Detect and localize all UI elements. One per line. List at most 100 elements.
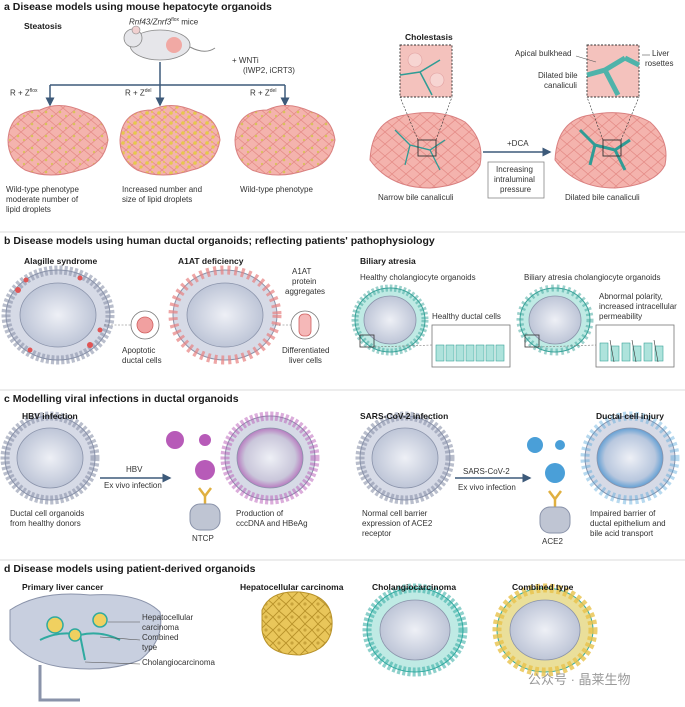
apoptotic-label-2: ductal cells <box>122 356 162 365</box>
cholangiocarcinoma-title: Cholangiocarcinoma <box>372 582 457 592</box>
arrow-label-1: R + Zflox <box>10 88 38 98</box>
steatosis-title: Steatosis <box>24 21 62 31</box>
exvivo-label-2: Ex vivo infection <box>458 483 516 492</box>
ntcp-label: NTCP <box>192 534 214 543</box>
result-1-line1: Wild-type phenotype <box>6 185 79 194</box>
aggregates-label-2: protein <box>292 277 317 286</box>
cholangiocarcinoma-organoid <box>362 583 468 677</box>
dilated-canaliculi-label: Dilated bile canaliculi <box>565 193 640 202</box>
differentiated-label-1: Differentiated <box>282 346 330 355</box>
combined-type-organoid <box>492 583 598 677</box>
sars-infection-title: SARS-CoV-2 infection <box>360 411 449 421</box>
normal-barrier-label-1: Normal cell barrier <box>362 509 428 518</box>
production-label-2: cccDNA and HBeAg <box>236 519 308 528</box>
sars-virus-icon <box>527 437 565 483</box>
hcc-organoid <box>261 591 333 656</box>
aggregates-label-3: aggregates <box>285 287 326 296</box>
exvivo-label-1: Ex vivo infection <box>104 481 162 490</box>
production-label-1: Production of <box>236 509 284 518</box>
abnormal-label-3: permeability <box>599 312 643 321</box>
pressure-box <box>487 161 545 199</box>
hcc-label-1: Hepatocellular <box>142 613 194 622</box>
impaired-label-2: ductal epithelium and <box>590 519 666 528</box>
abnormal-label-2: increased intracellular <box>599 302 677 311</box>
arrow-label-2: R + Zdel <box>125 88 152 98</box>
apical-bulkhead-label: Apical bulkhead <box>515 49 572 58</box>
organoid-biliary-atresia <box>516 284 594 356</box>
hbv-label: HBV <box>126 465 143 474</box>
result-1-line2: moderate number of <box>6 195 79 204</box>
ductal-injury-title: Ductal cell injury <box>596 411 665 421</box>
pressure-line1: Increasing <box>496 165 533 174</box>
hbv-virus-icon <box>166 431 215 480</box>
abnormal-label-1: Abnormal polarity, <box>599 292 663 301</box>
combined-label-1: Combined <box>142 633 179 642</box>
ace2-receptor-icon <box>539 490 571 534</box>
combined-type-title: Combined type <box>512 582 574 592</box>
primary-liver-cancer-title: Primary liver cancer <box>22 582 104 592</box>
hbv-infection-title: HBV infection <box>22 411 78 421</box>
hcc-title: Hepatocellular carcinoma <box>240 582 344 592</box>
pressure-line2: intraluminal <box>494 175 535 184</box>
liver-tissue-narrow-canaliculi <box>369 112 482 189</box>
organoid-alagille <box>1 265 115 365</box>
alagille-title: Alagille syndrome <box>24 256 98 266</box>
arrow-label-3: R + Zdel <box>250 88 277 98</box>
liver-icon <box>9 593 162 702</box>
result-3: Wild-type phenotype <box>240 185 313 194</box>
cholangiocarcinoma-label: Cholangiocarcinoma <box>142 658 215 667</box>
liver-tissue-increased <box>119 105 221 176</box>
ba-organoids-label: Biliary atresia cholangiocyte organoids <box>524 273 661 282</box>
cholestasis-title: Cholestasis <box>405 32 453 42</box>
organoid-healthy-cholangiocyte <box>351 284 429 356</box>
a1at-title: A1AT deficiency <box>178 256 244 266</box>
healthy-cells-label: Healthy ductal cells <box>432 312 501 321</box>
donors-label-2: from healthy donors <box>10 519 81 528</box>
organoid-hbv-infected <box>220 411 320 505</box>
watermark: 公众号 · 晶莱生物 <box>528 672 631 687</box>
narrow-canaliculi-label: Narrow bile canaliculi <box>378 193 454 202</box>
ace2-label: ACE2 <box>542 537 563 546</box>
dca-label: +DCA <box>507 139 529 148</box>
zoom-box-dilated <box>602 139 622 157</box>
dilated-label-2: canaliculi <box>544 81 577 90</box>
liver-rosettes-label-2: rosettes <box>645 59 674 68</box>
impaired-label-3: bile acid transport <box>590 529 654 538</box>
pressure-line3: pressure <box>500 185 532 194</box>
wnti-compounds: (IWP2, iCRT3) <box>243 66 295 75</box>
hcc-label-2: carcinoma <box>142 623 179 632</box>
mice-label: Rnf43/Znrf3flox mice <box>129 17 199 27</box>
liver-tissue-wildtype-wnti <box>234 105 336 176</box>
panel-c-title: c Modelling viral infections in ductal o… <box>4 393 239 405</box>
panel-a-title: a Disease models using mouse hepatocyte … <box>4 1 272 13</box>
result-2-line2: size of lipid droplets <box>122 195 193 204</box>
organoid-ductal-injury <box>580 411 680 505</box>
normal-barrier-label-3: receptor <box>362 529 392 538</box>
result-2-line1: Increased number and <box>122 185 203 194</box>
wnti-label: + WNTi <box>232 56 259 65</box>
aggregates-label-1: A1AT <box>292 267 312 276</box>
donors-label-1: Ductal cell organoids <box>10 509 85 518</box>
healthy-organoids-label: Healthy cholangiocyte organoids <box>360 273 476 282</box>
sars-label: SARS-CoV-2 <box>463 467 510 476</box>
combined-label-2: type <box>142 643 158 652</box>
biliary-atresia-title: Biliary atresia <box>360 256 416 266</box>
apoptotic-label-1: Apoptotic <box>122 346 156 355</box>
dilated-label-1: Dilated bile <box>538 71 578 80</box>
mouse-icon <box>123 25 216 61</box>
differentiated-label-2: liver cells <box>289 356 322 365</box>
organoid-normal-barrier <box>355 411 455 505</box>
ntcp-receptor-icon <box>189 487 221 531</box>
organoid-a1at <box>168 265 282 365</box>
normal-barrier-label-2: expression of ACE2 <box>362 519 433 528</box>
inset-narrow <box>399 44 453 98</box>
organoid-healthy-donor <box>0 411 100 505</box>
panel-d-title: d Disease models using patient-derived o… <box>4 563 256 575</box>
panel-b-title: b Disease models using human ductal orga… <box>4 235 435 247</box>
result-1-line3: lipid droplets <box>6 205 51 214</box>
liver-rosettes-label-1: Liver <box>652 49 670 58</box>
zoom-box-narrow <box>417 139 437 157</box>
steatosis-branch-arrows <box>45 62 290 107</box>
impaired-label-1: Impaired barrier of <box>590 509 656 518</box>
